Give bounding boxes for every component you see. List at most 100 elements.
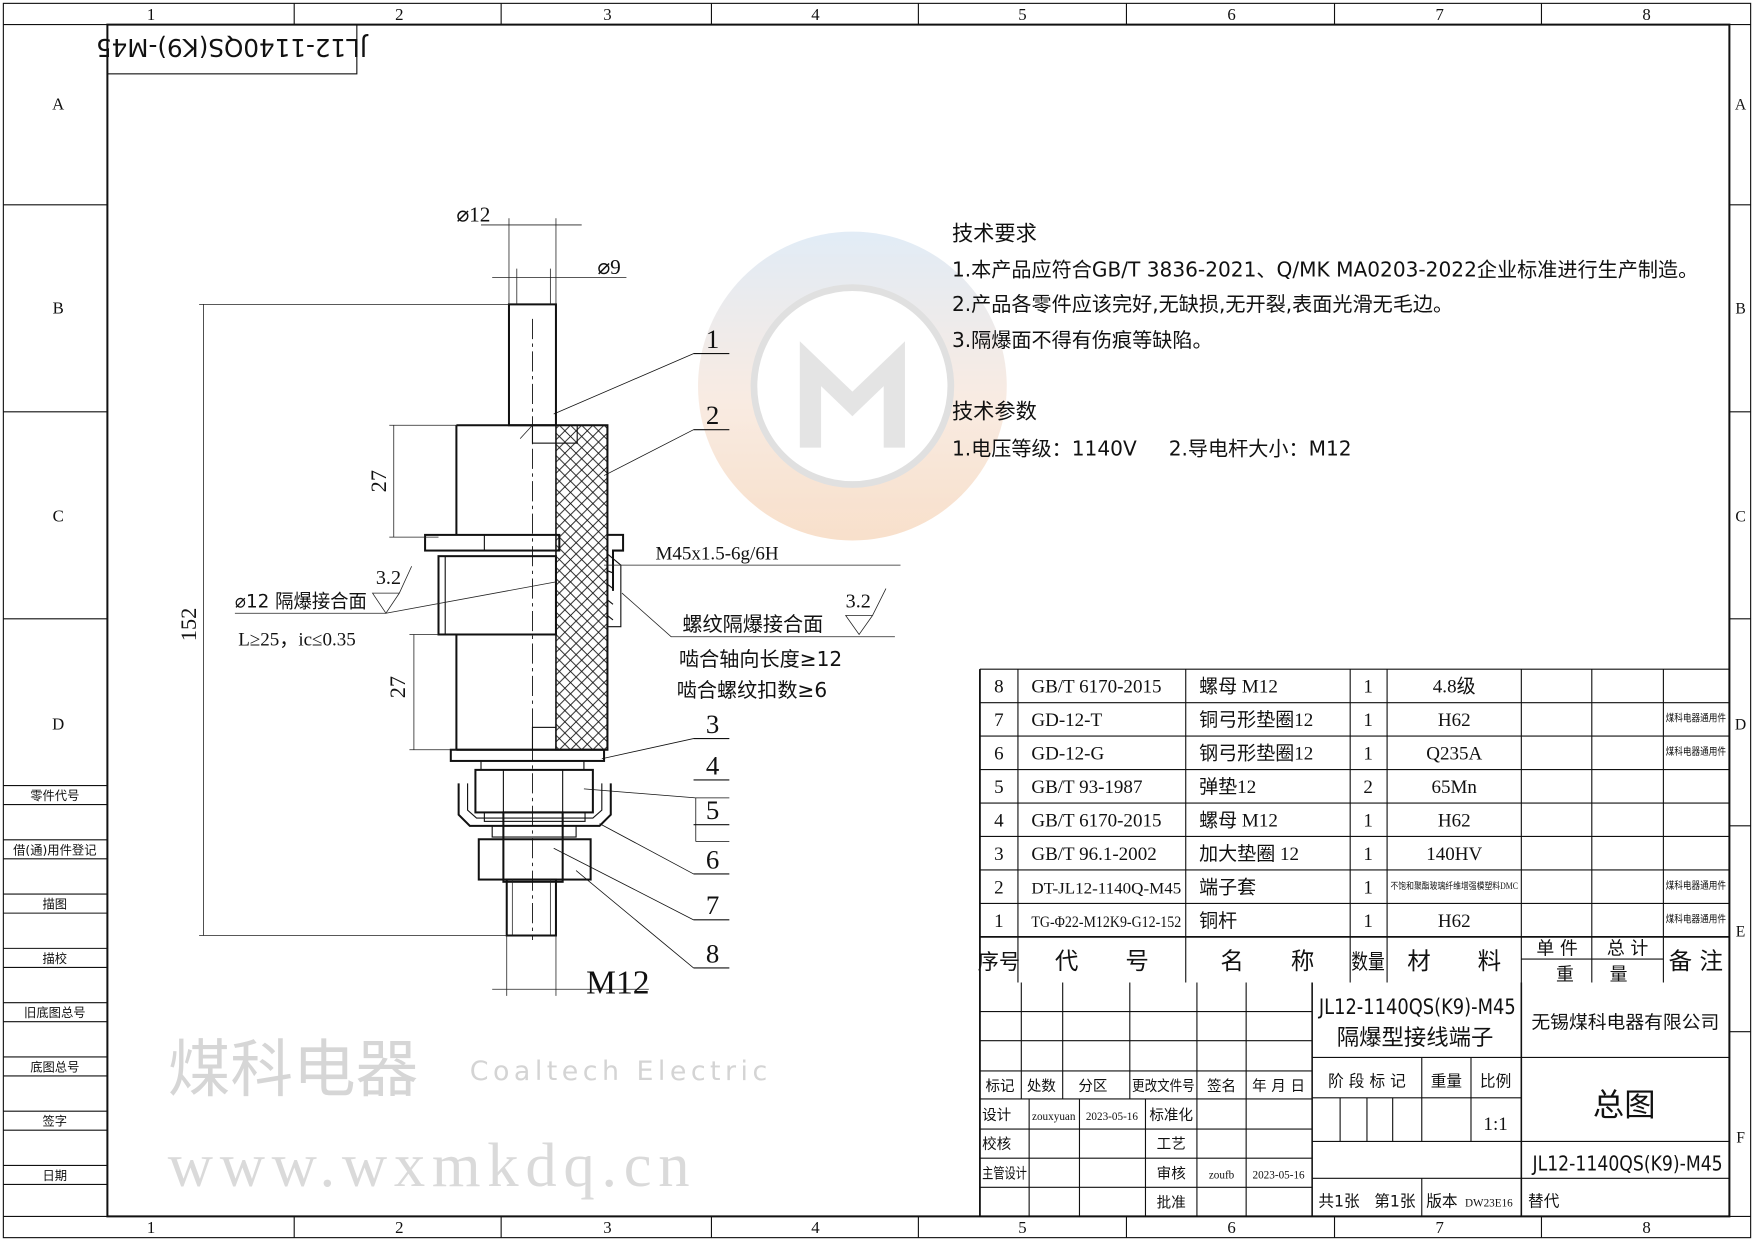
- part-code: TG-Φ22-M12K9-G12-152: [1031, 914, 1181, 931]
- thread-engaged-count: 啮合螺纹扣数≥6: [677, 678, 827, 702]
- change-header: 标记: [986, 1078, 1015, 1095]
- register-label: 描图: [43, 898, 68, 912]
- dim-upper-length: 27: [366, 470, 391, 492]
- sheet-number: 第1张: [1374, 1191, 1416, 1210]
- part-name: 螺母 M12: [1199, 810, 1278, 832]
- zone-column-label: 1: [147, 5, 155, 24]
- part-number: 8: [994, 677, 1004, 698]
- roughness-1: 3.2: [376, 567, 401, 589]
- header-unit-weight: 单 件: [1536, 939, 1578, 960]
- header-qty: 数量: [1351, 950, 1385, 975]
- scale-value: 1:1: [1483, 1114, 1507, 1135]
- change-header: 签名: [1207, 1078, 1236, 1095]
- signer-name-2: zoufb: [1209, 1169, 1235, 1181]
- part-number: 6: [994, 744, 1004, 765]
- product-code: JL12-1140QS(K9)-M45: [1317, 995, 1516, 1020]
- register-label: 借(通)用件登记: [13, 842, 96, 857]
- part-qty: 1: [1363, 811, 1373, 832]
- part-number: 1: [994, 911, 1004, 932]
- zone-row-label: D: [52, 715, 64, 734]
- part-material: H62: [1438, 710, 1471, 731]
- company-name: 无锡煤科电器有限公司: [1531, 1012, 1719, 1033]
- zone-column-label: 5: [1018, 5, 1026, 24]
- sign-role: 校核: [982, 1136, 1011, 1153]
- part-name: 铜弓形垫圈12: [1199, 709, 1313, 731]
- dim-lower-length: 27: [385, 676, 410, 698]
- leader-line: [603, 429, 694, 476]
- part-code: GD-12-G: [1031, 744, 1104, 765]
- dim-overall-length: 152: [176, 608, 201, 642]
- balloon-4: 4: [706, 750, 719, 780]
- zone-row-label: E: [1736, 924, 1746, 941]
- weight-label: 重量: [1431, 1072, 1462, 1091]
- sign-role: 主管设计: [982, 1165, 1027, 1182]
- zone-column-label: 2: [395, 5, 403, 24]
- zone-column-label: 1: [147, 1218, 155, 1237]
- part-qty: 1: [1363, 744, 1373, 765]
- header-name: 名 称: [1220, 947, 1314, 975]
- flame-joint-label: ⌀12 隔爆接合面: [235, 591, 367, 613]
- tech-requirement-3: 3.隔爆面不得有伤痕等缺陷。: [952, 328, 1213, 352]
- part-number: 2: [994, 877, 1004, 898]
- register-label: 签字: [43, 1114, 68, 1129]
- leader-line: [599, 823, 694, 875]
- product-name: 隔爆型接线端子: [1337, 1025, 1493, 1051]
- zone-column-label: 5: [1018, 1218, 1026, 1237]
- dim-m12: M12: [586, 965, 649, 1002]
- zone-column-label: 6: [1227, 1218, 1235, 1237]
- scale-label: 比例: [1480, 1072, 1511, 1091]
- part-code: GB/T 6170-2015: [1031, 677, 1161, 698]
- part-code: GD-12-T: [1031, 710, 1102, 731]
- tech-requirements-title: 技术要求: [952, 222, 1037, 247]
- version-value: DW23E16: [1465, 1197, 1513, 1209]
- zone-row-label: C: [1735, 508, 1745, 525]
- sign-role-2: 审核: [1157, 1165, 1186, 1182]
- zone-column-label: 7: [1435, 5, 1443, 24]
- part-qty: 1: [1363, 677, 1373, 698]
- zone-column-label: 2: [395, 1218, 403, 1237]
- dim-d12-top: ⌀12: [456, 203, 490, 227]
- part-material: 不饱和聚酯玻璃纤维增强模塑料DMC: [1390, 880, 1518, 891]
- header-code: 代 号: [1055, 947, 1149, 975]
- zone-column-label: 8: [1642, 1218, 1650, 1237]
- zone-column-label: 4: [811, 5, 820, 24]
- watermark-brand-cn: 煤科电器: [168, 1033, 419, 1106]
- leader-line: [553, 353, 694, 415]
- watermark-url: www.wxmkdq.cn: [168, 1130, 697, 1200]
- drawing-title: 总图: [1593, 1088, 1656, 1124]
- part-qty: 2: [1363, 777, 1373, 798]
- part-name: 加大垫圈 12: [1199, 843, 1299, 865]
- sign-role: 设计: [982, 1107, 1011, 1124]
- zone-row-label: A: [52, 95, 64, 114]
- register-label: 底图总号: [30, 1059, 79, 1074]
- change-header: 处数: [1027, 1078, 1057, 1095]
- part-name: 铜杆: [1199, 910, 1237, 932]
- thread-axial-length: 啮合轴向长度≥12: [679, 647, 842, 671]
- leader-line: [575, 870, 694, 969]
- part-name: 端子套: [1199, 876, 1256, 898]
- signer-name: zouxyuan: [1032, 1111, 1076, 1123]
- zone-column-label: 6: [1227, 5, 1235, 24]
- part-number: 3: [994, 844, 1004, 865]
- tech-params-title: 技术参数: [952, 400, 1037, 425]
- version-label: 版本: [1426, 1191, 1458, 1210]
- balloon-2: 2: [706, 400, 719, 430]
- zone-row-label: B: [1735, 300, 1745, 317]
- dim-d9: ⌀9: [597, 255, 620, 279]
- part-remark: 煤科电器通用件: [1666, 745, 1726, 758]
- balloon-1: 1: [706, 324, 719, 354]
- part-material: 65Mn: [1431, 777, 1477, 798]
- replace-label: 替代: [1528, 1191, 1560, 1210]
- part-number: 7: [994, 710, 1004, 731]
- leader-line: [553, 847, 694, 921]
- part-name: 螺母 M12: [1199, 676, 1278, 698]
- balloon-7: 7: [706, 890, 719, 920]
- zone-column-label: 8: [1642, 5, 1650, 24]
- part-remark: 煤科电器通用件: [1666, 912, 1726, 925]
